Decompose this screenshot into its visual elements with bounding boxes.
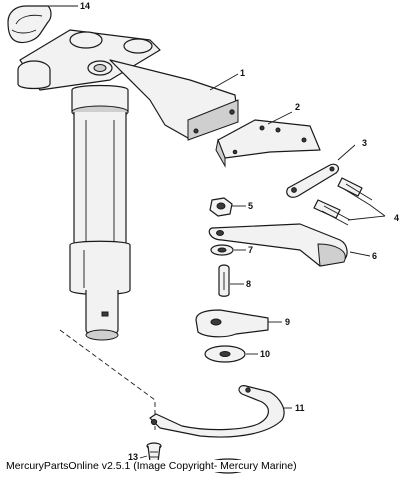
- part-6-steering-arm: [208, 223, 348, 267]
- callout-13: 13: [128, 452, 138, 462]
- callout-10: 10: [260, 349, 270, 359]
- callout-14: 14: [80, 1, 90, 11]
- callout-7: 7: [248, 245, 253, 255]
- copyright-footer: MercuryPartsOnline v2.5.1 (Image Copyrig…: [6, 460, 297, 472]
- leader-4a: [369, 204, 386, 217]
- leader-3: [337, 144, 356, 161]
- callout-9: 9: [285, 317, 290, 327]
- part-2-bracket: [215, 119, 321, 168]
- callout-4: 4: [394, 213, 399, 223]
- leader-1: [209, 73, 239, 91]
- callout-3: 3: [362, 138, 367, 148]
- steering-tube: [69, 112, 131, 341]
- leader-2: [267, 111, 293, 125]
- part-4-bolts: [313, 177, 373, 226]
- part-13-screw: [146, 442, 162, 463]
- part-8-pin: [218, 264, 230, 297]
- callout-6: 6: [372, 251, 377, 261]
- part-5-nut: [209, 197, 233, 217]
- alignment-line: [59, 329, 156, 430]
- part-7-washer: [210, 244, 234, 256]
- leader-6: [349, 251, 371, 257]
- callout-1: 1: [240, 68, 245, 78]
- callout-2: 2: [295, 102, 300, 112]
- callout-8: 8: [246, 279, 251, 289]
- part-3-link: [286, 163, 340, 198]
- callout-5: 5: [248, 201, 253, 211]
- part-9-plate: [195, 309, 269, 338]
- leader-13: [139, 455, 148, 459]
- part-14-bushing: [7, 5, 52, 44]
- leader-4b: [347, 215, 386, 221]
- part-1-swivel-bracket: [17, 29, 239, 141]
- callout-11: 11: [295, 403, 305, 413]
- part-11-trim-plate: [149, 385, 285, 438]
- part-10-washer: [204, 345, 246, 363]
